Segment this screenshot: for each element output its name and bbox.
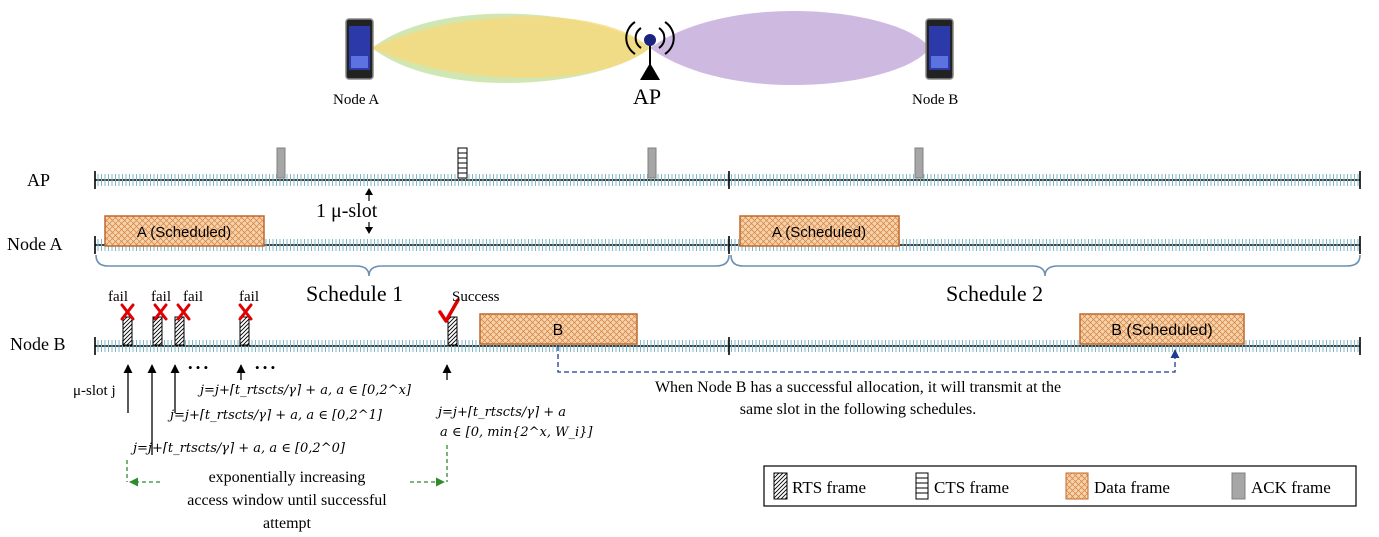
- phone-node-a-icon: [345, 18, 374, 80]
- node-b-note-line1: When Node B has a successful allocation,…: [655, 379, 1061, 396]
- slot-size-label: 1 μ-slot: [316, 200, 378, 222]
- data-frame-a-scheduled-2: [739, 215, 900, 247]
- node-a-caption: Node A: [333, 92, 379, 108]
- legend-data-label: Data frame: [1094, 478, 1170, 497]
- fail-mark-icon: [153, 303, 168, 321]
- node-b-caption: Node B: [912, 92, 958, 108]
- mu-slot-j-label: μ-slot j: [73, 383, 116, 399]
- success-check-icon: [438, 298, 460, 323]
- row-label-node-a: Node A: [7, 234, 63, 254]
- top-scene: Node A AP Node B: [333, 10, 958, 109]
- window-text-line1: exponentially increasing: [209, 469, 366, 486]
- equation-2-1: j=j+⌈t_rtscts/γ⌉ + a, a ∈ [0,2^1]: [167, 408, 383, 423]
- data-frame-a-label-2: A (Scheduled): [772, 224, 866, 241]
- row-label-node-b: Node B: [10, 334, 66, 354]
- ack-frame: [276, 147, 286, 179]
- slot-size-marker: [365, 188, 373, 234]
- rts-frame: [447, 316, 458, 346]
- legend-rts-swatch: [773, 472, 788, 500]
- schedule-1-brace: [95, 254, 730, 277]
- node-b-note-line2: same slot in the following schedules.: [740, 401, 976, 418]
- window-text-line3: attempt: [263, 515, 312, 532]
- cts-frame: [457, 147, 468, 179]
- ellipsis: • • •: [255, 360, 275, 375]
- data-frame-b-scheduled: [1079, 313, 1245, 345]
- fail-mark-icon: [176, 303, 191, 321]
- ack-frame: [914, 147, 924, 179]
- legend-data-swatch: [1065, 472, 1089, 500]
- fail-label: fail: [183, 289, 203, 305]
- legend-rts-label: RTS frame: [792, 478, 866, 497]
- timeline-node-a: [94, 236, 1361, 254]
- equation-2-0: j=j+⌈t_rtscts/γ⌉ + a, a ∈ [0,2^0]: [130, 441, 346, 456]
- ack-frame: [647, 147, 657, 179]
- fail-label: fail: [239, 289, 259, 305]
- rts-frame: [152, 316, 163, 346]
- rts-frame: [174, 316, 185, 346]
- row-label-ap: AP: [27, 170, 50, 190]
- ap-caption: AP: [633, 84, 661, 109]
- legend-cts-label: CTS frame: [934, 478, 1009, 497]
- legend: RTS frame CTS frame Data frame ACK frame: [763, 465, 1357, 507]
- ap-icon: [625, 21, 675, 80]
- equation-2x: j=j+⌈t_rtscts/γ⌉ + a, a ∈ [0,2^x]: [197, 383, 412, 398]
- success-label: Success: [452, 289, 500, 305]
- beam-yellow: [372, 16, 650, 79]
- phone-node-b-icon: [925, 18, 954, 80]
- rts-frame: [239, 316, 250, 346]
- schedule-1-label: Schedule 1: [306, 281, 403, 306]
- schedule-2-brace: [730, 254, 1361, 277]
- timeline-ap: [94, 171, 1361, 189]
- beam-purple: [650, 10, 930, 86]
- fail-mark-icon: [120, 303, 135, 321]
- equation-success-2: a ∈ [0, min{2^x, W_i}]: [440, 425, 593, 440]
- rts-frame: [122, 316, 133, 346]
- data-frame-b-scheduled-label: B (Scheduled): [1111, 322, 1212, 339]
- legend-cts-swatch: [915, 472, 929, 500]
- equation-success-1: j=j+⌈t_rtscts/γ⌉ + a: [435, 405, 566, 420]
- legend-ack-swatch: [1231, 472, 1246, 500]
- legend-ack-label: ACK frame: [1251, 478, 1331, 497]
- schedule-2-label: Schedule 2: [946, 281, 1043, 306]
- timeline-node-b: [94, 337, 1361, 355]
- fail-label: fail: [108, 289, 128, 305]
- data-frame-a-scheduled-1: [104, 215, 265, 247]
- ellipsis: • • •: [188, 360, 208, 375]
- fail-label: fail: [151, 289, 171, 305]
- data-frame-b: [479, 313, 638, 345]
- window-text-line2: access window until successful: [187, 492, 387, 509]
- data-frame-a-label-1: A (Scheduled): [137, 224, 231, 241]
- fail-mark-icon: [238, 303, 253, 321]
- data-frame-b-label: B: [553, 322, 564, 339]
- node-b-note-arrow: [557, 346, 1180, 373]
